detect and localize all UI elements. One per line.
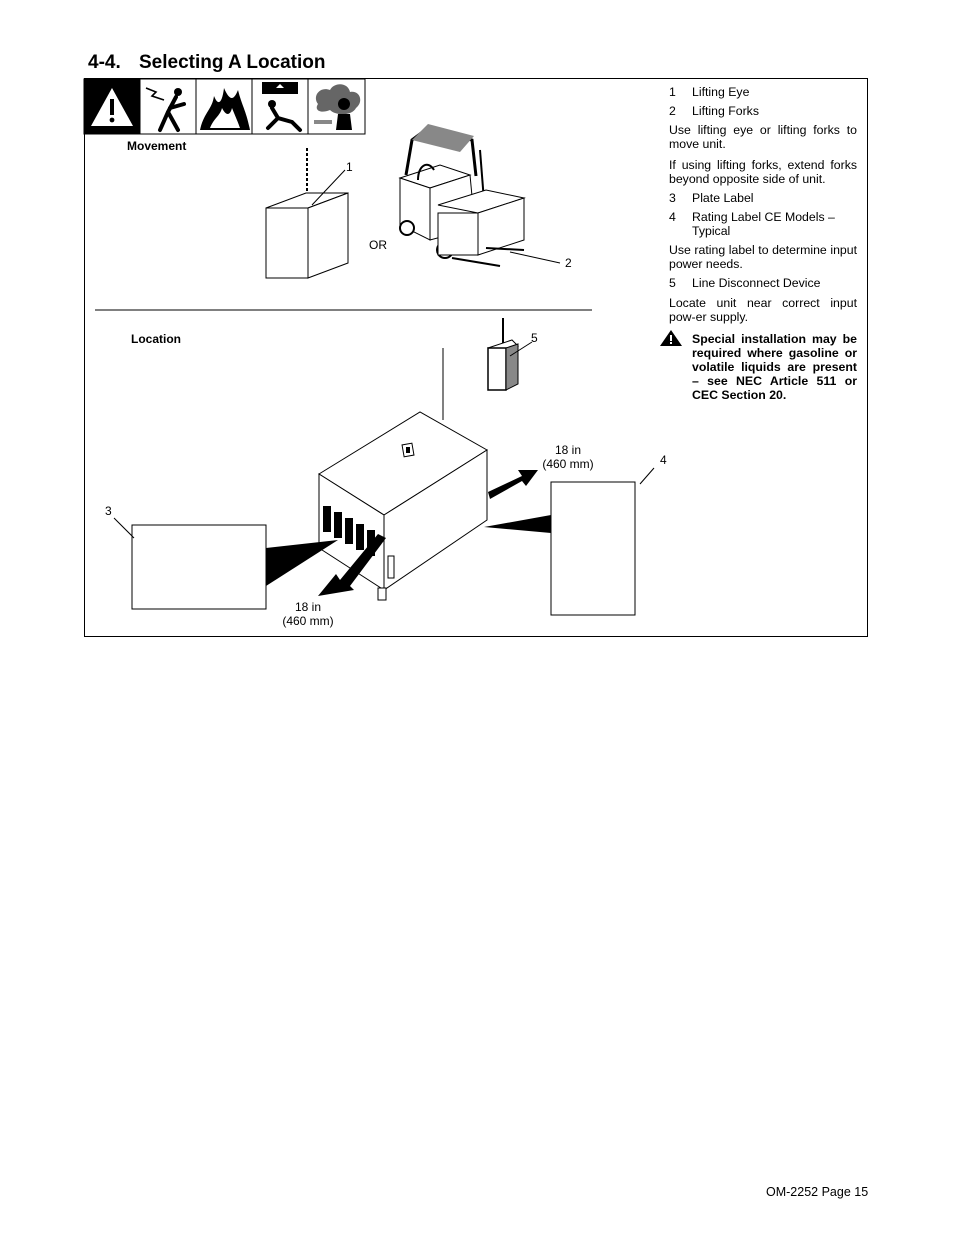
installation-warning: Special installation may be required whe… — [692, 332, 857, 402]
legend-para-3: Use rating label to determine input powe… — [669, 243, 857, 271]
general-warning-icon — [84, 79, 140, 134]
line-disconnect-illustration — [487, 318, 533, 391]
legend-para-4: Locate unit near correct input pow-er su… — [669, 296, 857, 324]
welder-unit-illustration — [318, 348, 488, 601]
section-title: 4-4. Selecting A Location — [88, 52, 326, 74]
clearance-bottom-label: 18 in (460 mm) — [282, 600, 334, 628]
callout-2: 2 — [565, 256, 572, 270]
rating-label-box — [550, 481, 636, 616]
callout-3: 3 — [105, 504, 112, 518]
page-footer: OM-2252 Page 15 — [766, 1185, 869, 1199]
legend-para-2: If using lifting forks, extend forks bey… — [669, 158, 857, 186]
fire-icon — [200, 88, 250, 130]
section-number: 4-4. — [88, 52, 121, 73]
figure-frame — [84, 78, 868, 637]
plate-label-box — [131, 524, 267, 610]
clearance-top-label: 18 in (460 mm) — [542, 443, 594, 471]
lifting-eye-illustration — [265, 148, 349, 279]
electric-shock-icon — [145, 87, 186, 132]
movement-label: Movement — [127, 139, 187, 153]
warning-triangle-icon — [660, 330, 682, 346]
callout-1: 1 — [346, 160, 353, 174]
callout-5: 5 — [531, 331, 538, 345]
section-heading: Selecting A Location — [139, 52, 326, 73]
callout-4: 4 — [660, 453, 667, 467]
legend-para-1: Use lifting eye or lifting forks to move… — [669, 123, 857, 151]
fumes-icon — [314, 84, 361, 130]
clearance-arrows — [318, 470, 538, 596]
rating-label-pointer — [484, 515, 551, 533]
forklift-illustration — [398, 124, 561, 267]
location-label: Location — [131, 332, 181, 346]
falling-equipment-icon — [262, 82, 302, 132]
plate-label-pointer — [266, 540, 338, 586]
safety-icon-strip — [83, 78, 366, 135]
or-label: OR — [369, 238, 387, 252]
